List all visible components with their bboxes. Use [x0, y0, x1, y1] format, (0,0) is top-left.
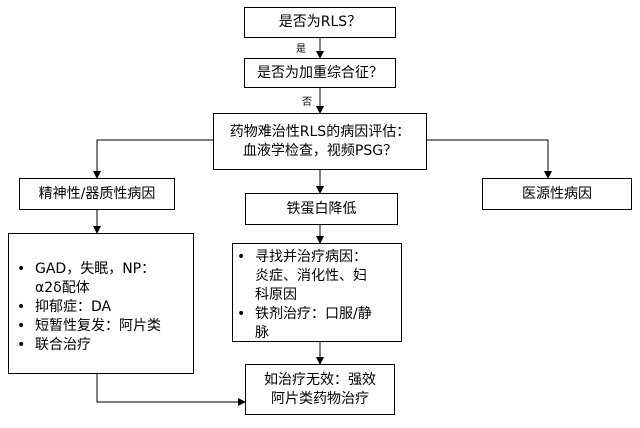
list-item-line: α2δ配体	[35, 280, 90, 296]
aggravation-question-text: 是否为加重综合征？	[257, 64, 383, 81]
psychiatric-treatment-list: GAD，失眠，NP： α2δ配体 抑郁症：DA 短暂性复发：阿片类 联合治疗	[13, 260, 193, 355]
low-ferritin-text: 铁蛋白降低	[286, 200, 357, 217]
rls-question-text: 是否为RLS？	[278, 14, 362, 30]
arrow-leftlist-to-opioid	[96, 374, 246, 406]
psychiatric-organic-box: 精神性/器质性病因	[19, 178, 175, 210]
list-item: 短暂性复发：阿片类	[13, 317, 193, 336]
rls-question-box: 是否为RLS？	[244, 7, 396, 38]
list-item: 联合治疗	[13, 336, 193, 355]
list-item: 铁剂治疗：口服/静 脉	[233, 305, 397, 343]
opioid-therapy-line2: 阿片类药物治疗	[271, 390, 369, 407]
list-item-line: GAD，失眠，NP：	[35, 261, 156, 277]
list-item-line: 脉	[255, 325, 269, 341]
refractory-eval-line2: 血液学检查，视频PSG？	[242, 142, 398, 159]
iatrogenic-box: 医源性病因	[482, 178, 632, 210]
low-ferritin-box: 铁蛋白降低	[245, 193, 398, 225]
refractory-eval-box: 药物难治性RLS的病因评估： 血液学检查，视频PSG？	[213, 113, 427, 170]
list-item-line: 炎症、消化性、妇	[255, 268, 367, 284]
psychiatric-treatment-list-box: GAD，失眠，NP： α2δ配体 抑郁症：DA 短暂性复发：阿片类 联合治疗	[8, 233, 194, 374]
opioid-therapy-line1: 如治疗无效：强效	[264, 371, 376, 388]
ferritin-treatment-list-box: 寻找并治疗病因： 炎症、消化性、妇 科原因 铁剂治疗：口服/静 脉	[232, 243, 402, 342]
no-label: 否	[302, 97, 312, 108]
list-item-line: 联合治疗	[35, 337, 91, 353]
arrow-eval-to-psychiatric	[93, 139, 213, 179]
list-item: 抑郁症：DA	[13, 298, 193, 317]
list-item-line: 短暂性复发：阿片类	[35, 318, 161, 334]
refractory-eval-line1: 药物难治性RLS的病因评估：	[229, 123, 411, 140]
list-item-line: 寻找并治疗病因：	[255, 249, 367, 265]
yes-label: 是	[296, 44, 306, 55]
opioid-therapy-box: 如治疗无效：强效 阿片类药物治疗	[245, 364, 395, 415]
list-item-line: 科原因	[255, 287, 297, 303]
list-item: 寻找并治疗病因： 炎症、消化性、妇 科原因	[233, 248, 397, 305]
psychiatric-organic-text: 精神性/器质性病因	[38, 185, 156, 202]
list-item-line: 铁剂治疗：口服/静	[255, 306, 372, 322]
list-item: GAD，失眠，NP： α2δ配体	[13, 260, 193, 298]
list-item-line: 抑郁症：DA	[35, 299, 112, 315]
iatrogenic-text: 医源性病因	[522, 185, 592, 202]
ferritin-treatment-list: 寻找并治疗病因： 炎症、消化性、妇 科原因 铁剂治疗：口服/静 脉	[233, 248, 397, 343]
aggravation-question-box: 是否为加重综合征？	[244, 58, 396, 88]
arrow-eval-to-iatrogenic	[427, 139, 552, 179]
